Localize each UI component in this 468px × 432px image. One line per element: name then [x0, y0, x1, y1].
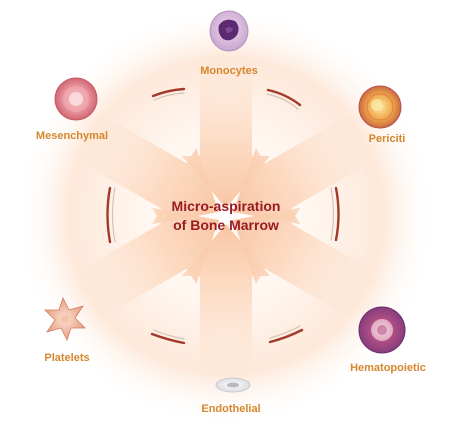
- arc-segment: [334, 186, 340, 242]
- label-platelets: Platelets: [44, 352, 89, 364]
- mesenchymal-cell-icon: [54, 77, 98, 121]
- label-monocytes: Monocytes: [200, 65, 257, 77]
- arrow-from-periciti: [65, 207, 220, 324]
- arc-shadow-group: [111, 92, 335, 340]
- arrow-from-hematopoietic: [65, 108, 220, 225]
- label-periciti: Periciti: [369, 133, 406, 145]
- arc-group: [106, 87, 340, 345]
- arrow-from-endothelial: [182, 46, 270, 208]
- arc-segment: [266, 88, 302, 107]
- center-title-line1: Micro-aspiration: [172, 198, 281, 214]
- monocyte-cell-icon: [209, 10, 249, 52]
- arrow-group: [65, 46, 387, 386]
- endothelial-cell-icon: [215, 377, 251, 393]
- label-endothelial: Endothelial: [201, 403, 260, 415]
- arrow-from-monocytes: [182, 224, 270, 386]
- label-hematopoietic: Hematopoietic: [350, 362, 426, 374]
- hematopoietic-cell-icon: [358, 306, 406, 354]
- platelet-cell-icon: [44, 296, 86, 342]
- label-mesenchymal: Mesenchymal: [36, 130, 108, 142]
- background-glow: [16, 6, 436, 426]
- arc-segment: [268, 328, 304, 344]
- arc-segment: [106, 186, 112, 244]
- arc-segment: [150, 332, 186, 345]
- center-title-line2: of Bone Marrow: [173, 217, 279, 233]
- arrow-from-mesenchymal: [232, 207, 387, 324]
- pericyte-cell-icon: [358, 85, 402, 129]
- arrow-from-platelets: [232, 108, 387, 225]
- arc-segment: [151, 87, 186, 98]
